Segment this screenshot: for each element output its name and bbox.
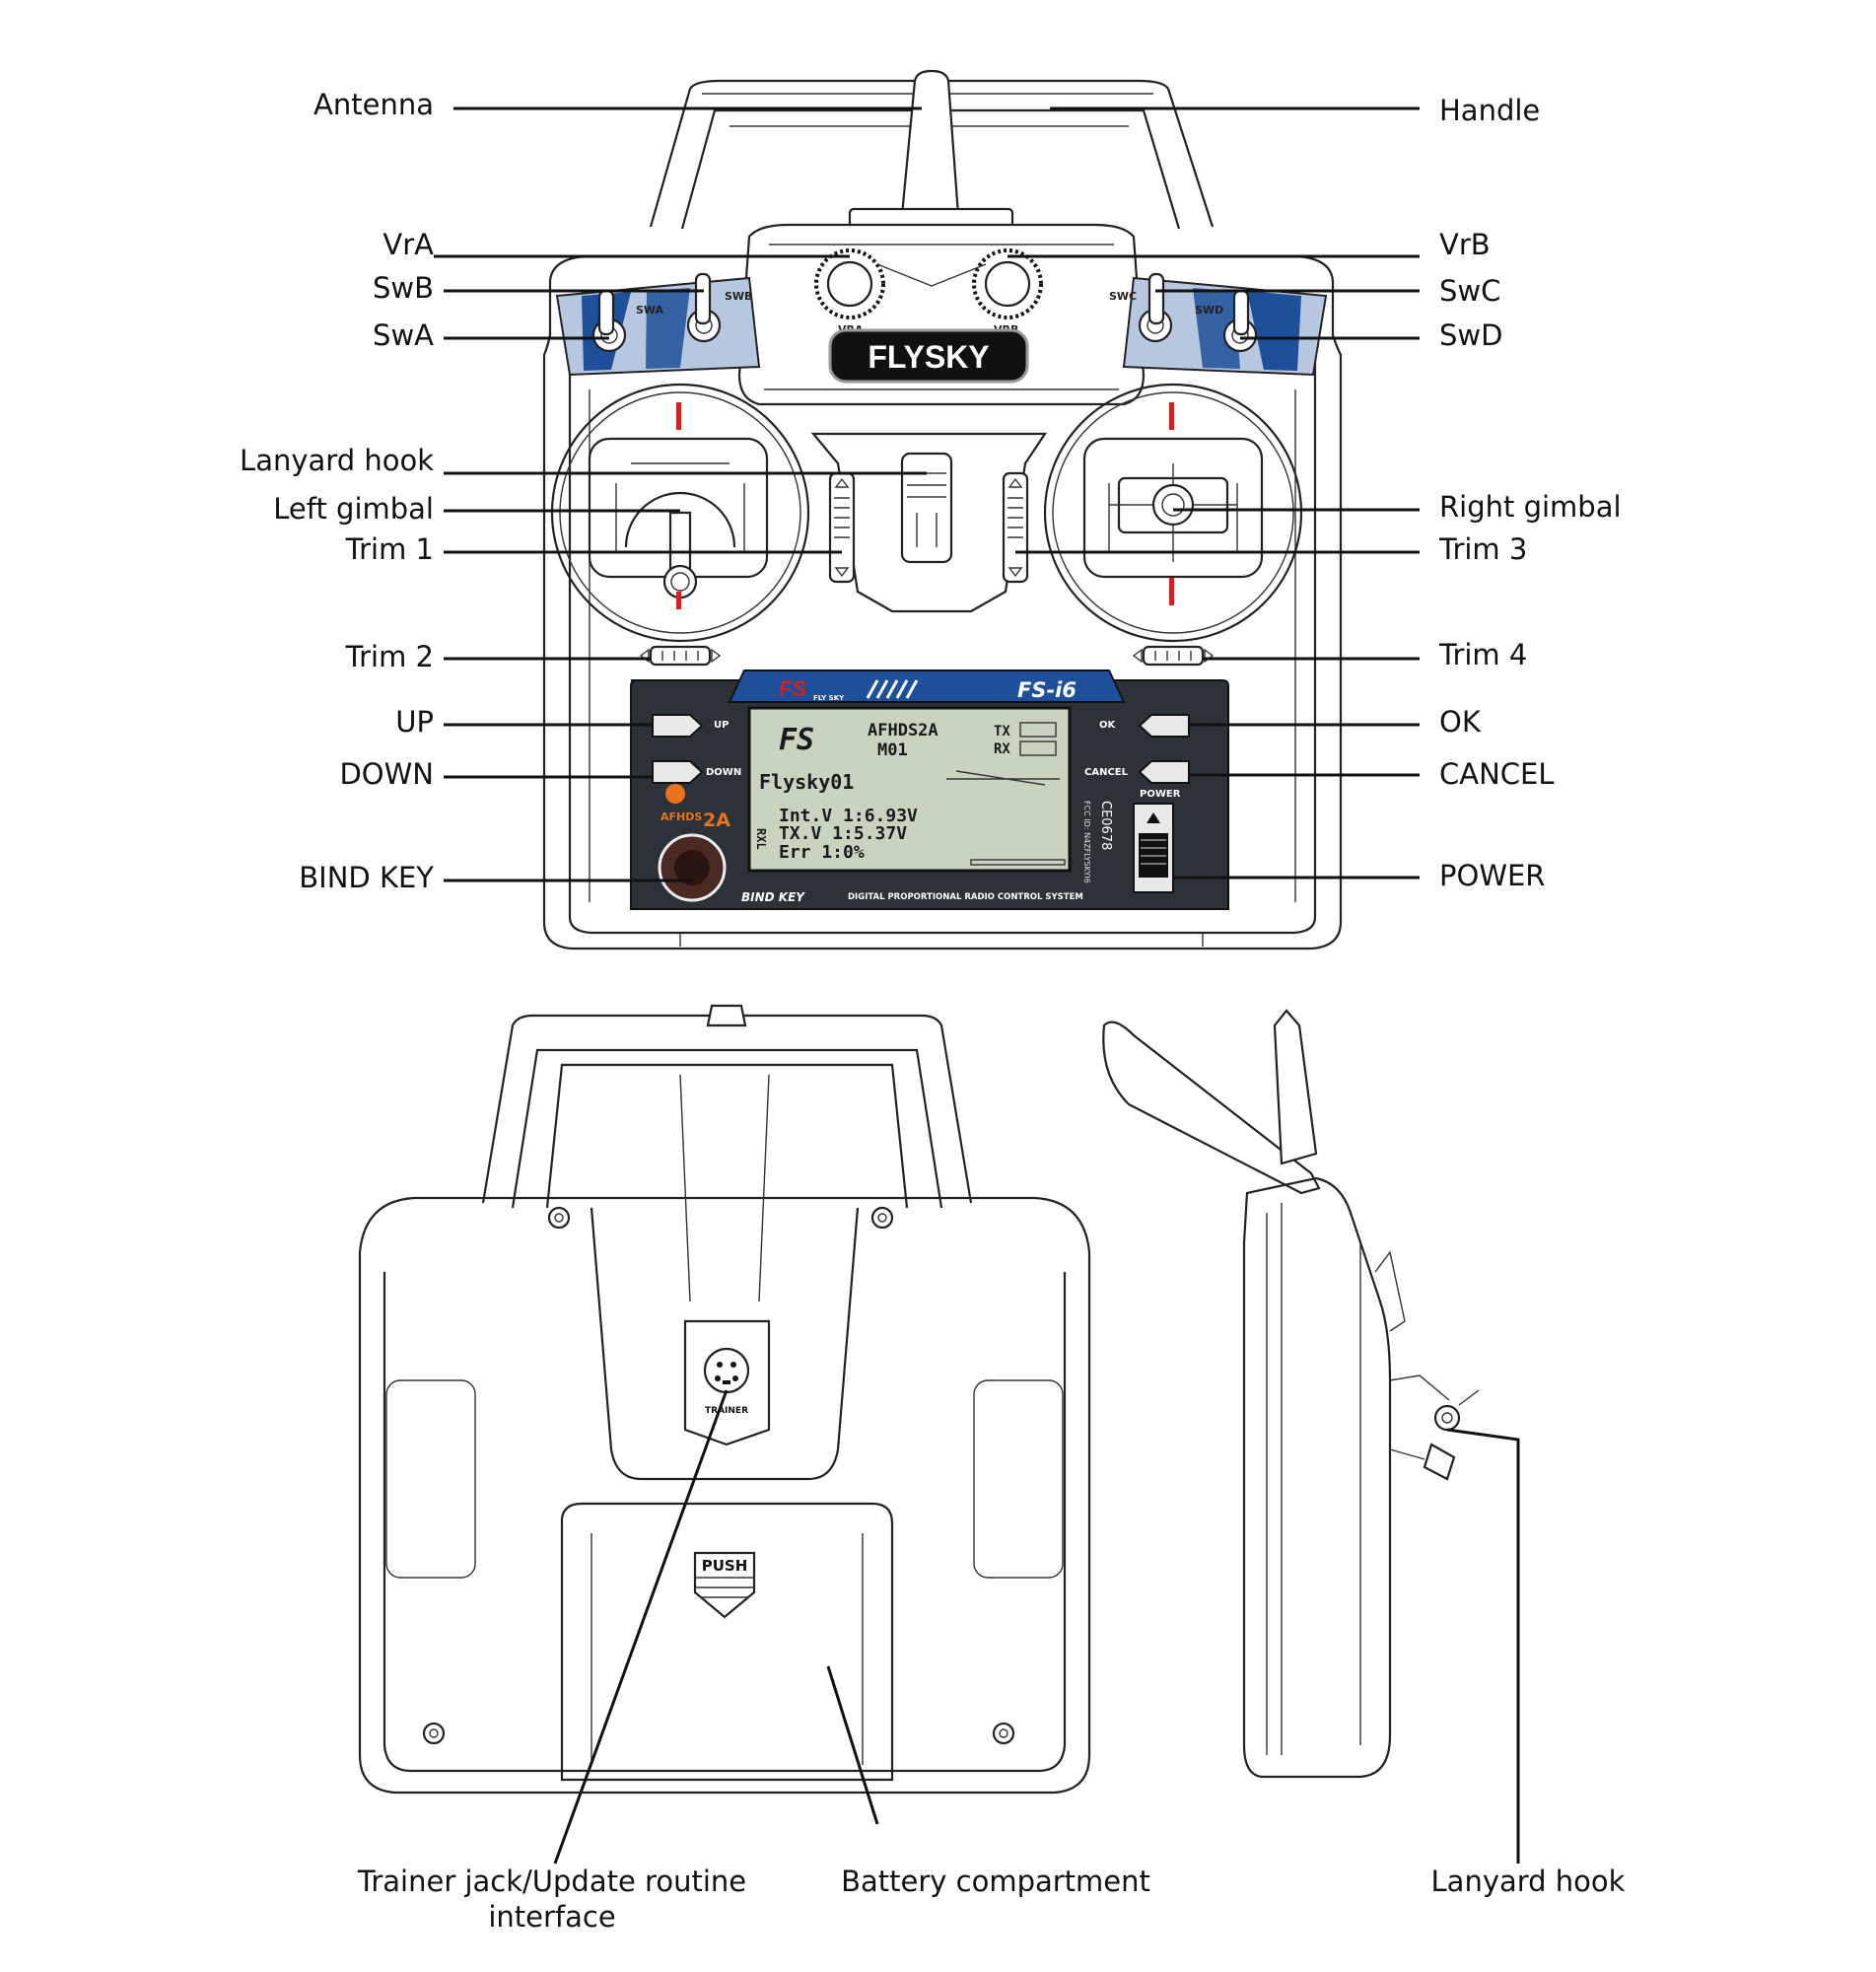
- label-swa: SwA: [373, 318, 434, 352]
- ok-mark: OK: [1099, 720, 1117, 731]
- vra-knob[interactable]: [814, 248, 885, 319]
- label-right-gimbal: Right gimbal: [1439, 490, 1622, 524]
- lcd-int-v: Int.V 1:6.93V: [779, 806, 918, 826]
- lcd-name: Flysky01: [759, 770, 854, 794]
- label-up: UP: [395, 705, 434, 739]
- trim-mark-left-bottom: [676, 592, 681, 609]
- brand-logo: FLYSKY: [868, 339, 989, 375]
- label-trainer-line1: Trainer jack/Update routine: [357, 1865, 746, 1898]
- lcd-err: Err 1:0%: [779, 842, 865, 863]
- side-view: [1102, 1009, 1480, 1779]
- battery-cover[interactable]: [560, 1502, 894, 1782]
- label-handle: Handle: [1439, 94, 1540, 127]
- power-mark: POWER: [1140, 789, 1181, 800]
- label-lanyard-hook-front: Lanyard hook: [240, 444, 434, 477]
- label-bind-key: BIND KEY: [299, 861, 434, 894]
- label-swb: SwB: [373, 271, 434, 305]
- side-body: [1242, 1176, 1392, 1779]
- cancel-button[interactable]: [1138, 760, 1190, 784]
- trim-1-slider[interactable]: [828, 471, 856, 584]
- swb-mark: SWB: [725, 290, 752, 303]
- labels-left: Antenna VrA SwB SwA Lanyard hook Left gi…: [240, 88, 434, 894]
- fcc-text: FCC ID: N4ZFLYSKYI6: [1082, 801, 1091, 883]
- label-trim-1: Trim 1: [345, 532, 434, 566]
- front-view: SWA SWB SWC SWD VRA VRB FLYSKY: [542, 69, 1343, 951]
- trim-4-slider[interactable]: [1132, 645, 1215, 667]
- lcd-model: M01: [877, 740, 908, 760]
- label-trainer-line2: interface: [488, 1900, 615, 1934]
- badge-text: AFHDS: [660, 810, 702, 823]
- lcd-tx: TX: [994, 724, 1010, 740]
- ok-button[interactable]: [1138, 714, 1190, 738]
- trim-2-slider[interactable]: [639, 645, 722, 667]
- label-swc: SwC: [1439, 274, 1500, 308]
- back-body: [358, 1196, 1091, 1795]
- label-battery: Battery compartment: [841, 1865, 1150, 1898]
- label-lanyard-hook-side: Lanyard hook: [1431, 1865, 1626, 1898]
- labels-right: Handle VrB SwC SwD Right gimbal Trim 3 T…: [1438, 94, 1622, 892]
- bind-mark: BIND KEY: [741, 890, 805, 904]
- label-power: POWER: [1439, 859, 1545, 892]
- swc-switch[interactable]: [1138, 272, 1173, 343]
- cancel-mark: CANCEL: [1084, 767, 1129, 778]
- up-button[interactable]: [652, 714, 704, 738]
- badge-icon: [665, 784, 685, 804]
- label-vra: VrA: [382, 228, 434, 261]
- swa-switch[interactable]: [591, 289, 627, 353]
- flysky-logo-plate: [828, 328, 1029, 384]
- lanyard-hook-center: [900, 452, 953, 564]
- trim-mark-right-bottom: [1169, 578, 1174, 605]
- back-view: TRAINER PUSH: [358, 1004, 1091, 1795]
- trim-mark-right-top: [1169, 402, 1174, 430]
- down-mark: DOWN: [706, 767, 741, 778]
- lcd-screen: [747, 706, 1072, 873]
- lcd-tx-v: TX.V 1:5.37V: [779, 823, 907, 844]
- down-button[interactable]: [652, 760, 704, 784]
- label-ok: OK: [1439, 705, 1482, 739]
- label-cancel: CANCEL: [1439, 757, 1555, 791]
- lcd-rxl: RXL: [754, 828, 768, 850]
- model-name: FS-i6: [1017, 678, 1077, 702]
- system-text: DIGITAL PROPORTIONAL RADIO CONTROL SYSTE…: [848, 892, 1083, 902]
- leader-lines: [434, 106, 1520, 1865]
- trainer-mark: TRAINER: [705, 1406, 748, 1416]
- label-swd: SwD: [1439, 318, 1502, 352]
- swa-mark: SWA: [636, 304, 664, 317]
- label-left-gimbal: Left gimbal: [273, 492, 434, 526]
- vrb-knob[interactable]: [972, 248, 1043, 319]
- trim-3-slider[interactable]: [1002, 471, 1029, 584]
- labels-bottom: Trainer jack/Update routine interface Ba…: [357, 1865, 1626, 1934]
- fs-sub-panel: FLY SKY: [813, 694, 845, 702]
- antenna-shape: [900, 69, 960, 217]
- swb-switch[interactable]: [686, 272, 722, 343]
- lcd-rx: RX: [994, 741, 1010, 757]
- swc-mark: SWC: [1109, 290, 1137, 303]
- side-lanyard-hook[interactable]: [1423, 1404, 1461, 1481]
- trim-mark-left-top: [676, 402, 681, 430]
- label-trim-2: Trim 2: [345, 640, 434, 673]
- lcd-fs-logo: FS: [779, 723, 814, 757]
- push-mark: PUSH: [702, 1557, 748, 1575]
- lcd-protocol: AFHDS2A: [868, 721, 938, 740]
- panel-header: [728, 669, 1126, 703]
- up-mark: UP: [714, 720, 729, 731]
- right-gimbal-assembly[interactable]: [1043, 383, 1303, 643]
- fs-logo-panel: FS: [779, 676, 806, 701]
- ce-mark: CE0678: [1098, 801, 1113, 850]
- label-antenna: Antenna: [313, 88, 434, 121]
- label-trim-3: Trim 3: [1438, 532, 1527, 566]
- label-down: DOWN: [339, 757, 434, 791]
- power-switch[interactable]: [1133, 803, 1174, 893]
- label-trim-4: Trim 4: [1438, 638, 1527, 671]
- badge-version: 2A: [703, 810, 730, 831]
- swd-switch[interactable]: [1222, 289, 1258, 353]
- swd-mark: SWD: [1195, 304, 1223, 317]
- trainer-jack[interactable]: [683, 1319, 771, 1446]
- label-vrb: VrB: [1439, 228, 1491, 261]
